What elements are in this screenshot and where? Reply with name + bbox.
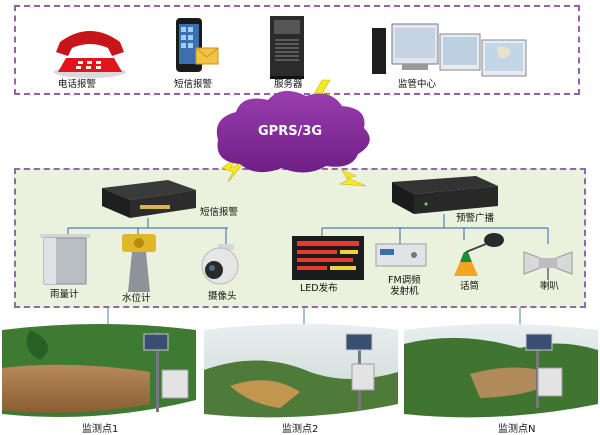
dvr-terminal-icon xyxy=(102,180,196,218)
speaker-horn-icon xyxy=(523,251,573,280)
camera-label: 摄像头 xyxy=(208,291,237,302)
microphone-label: 话筒 xyxy=(460,281,480,292)
fm-label-line2: 发射机 xyxy=(390,285,419,297)
speaker-label: 喇叭 xyxy=(540,281,560,292)
monitor-center-icon xyxy=(372,23,527,77)
site1-photo xyxy=(2,324,196,417)
fm-transmitter-label: FM调频 发射机 xyxy=(388,275,421,298)
site1-label: 监测点1 xyxy=(82,424,119,435)
water-level-gauge-icon xyxy=(122,234,156,292)
rain-gauge-icon xyxy=(40,234,90,285)
microphone-icon xyxy=(454,233,504,276)
connection-lines xyxy=(67,214,549,244)
fm-transmitter-icon xyxy=(375,243,427,267)
gprs-cloud xyxy=(216,90,370,173)
broadcast-controller-icon xyxy=(392,176,498,214)
sms-alarm-label: 短信报警 xyxy=(174,79,213,90)
network-label: GPRS/3G xyxy=(258,124,323,139)
monitor-center-label: 监管中心 xyxy=(398,79,437,90)
fm-label-line1: FM调频 xyxy=(388,275,421,286)
server-icon xyxy=(270,16,304,79)
site2-label: 监测点2 xyxy=(282,424,319,435)
ptz-camera-icon xyxy=(201,244,239,285)
led-display-icon xyxy=(292,236,364,280)
field-sms-alarm-label: 短信报警 xyxy=(200,207,239,218)
smartphone-sms-icon xyxy=(176,18,219,72)
telephone-icon xyxy=(54,31,126,78)
site-connectors xyxy=(107,308,521,326)
site2-photo xyxy=(204,324,398,418)
server-label: 服务器 xyxy=(274,79,303,90)
led-display-label: LED发布 xyxy=(300,283,338,294)
water-gauge-label: 水位计 xyxy=(122,293,151,304)
alarm-broadcast-label: 预警广播 xyxy=(456,213,495,224)
siteN-photo xyxy=(404,324,598,418)
siteN-label: 监测点N xyxy=(498,424,536,435)
rain-gauge-label: 雨量计 xyxy=(50,289,79,300)
phone-alarm-label: 电话报警 xyxy=(58,79,97,90)
